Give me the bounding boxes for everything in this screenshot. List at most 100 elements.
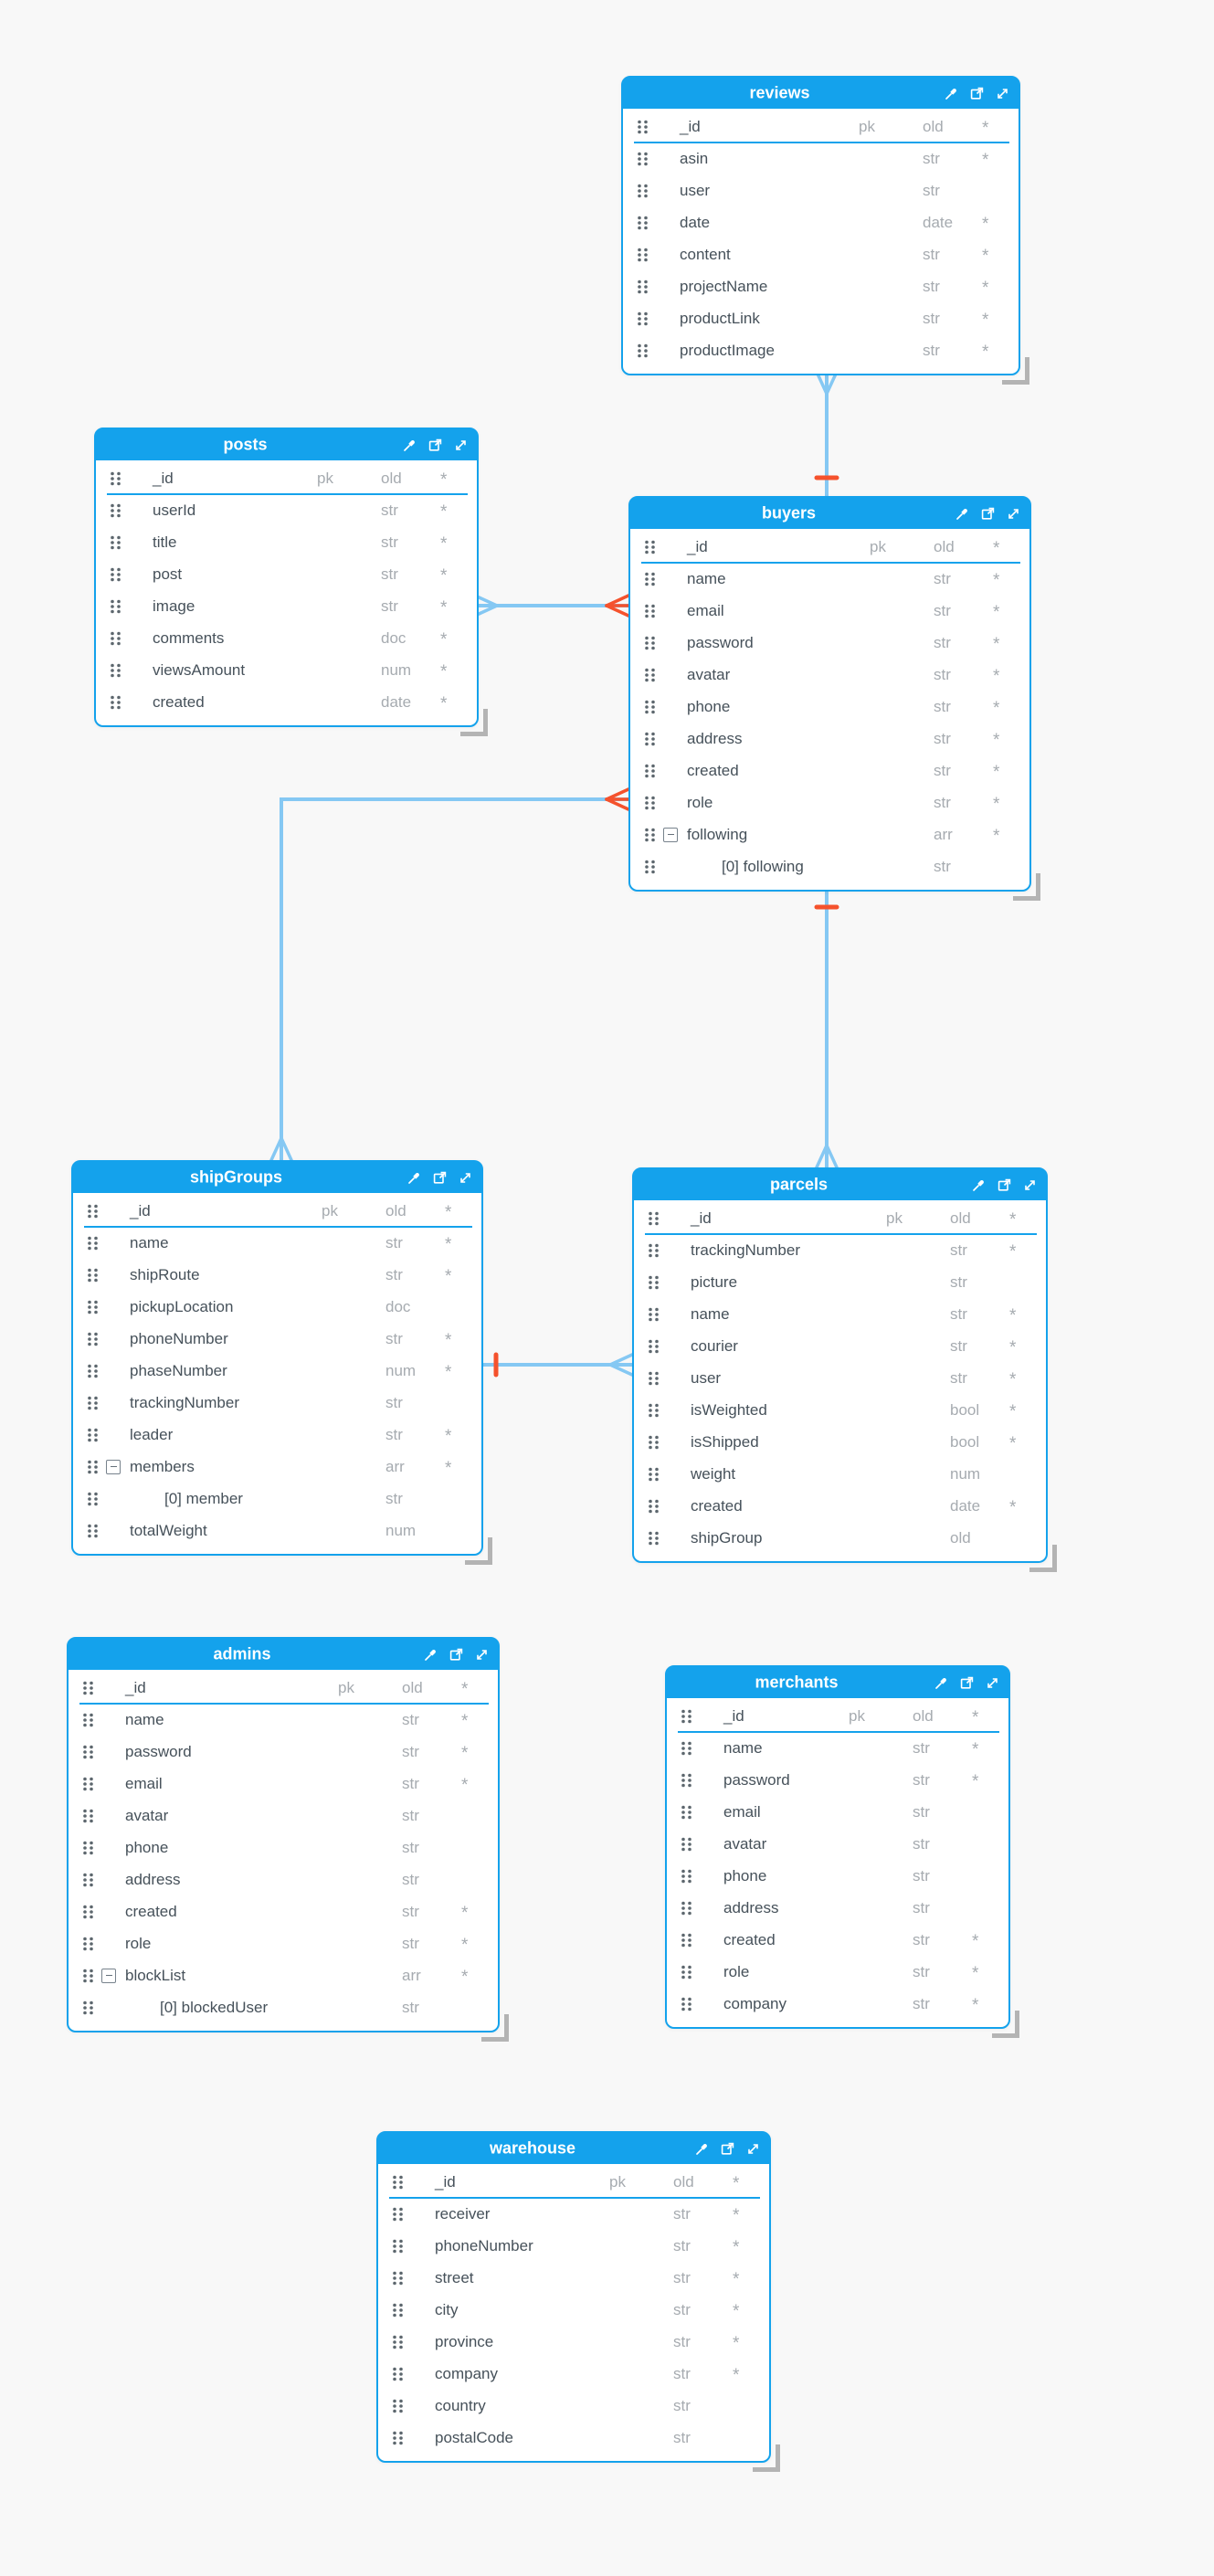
drag-handle-icon[interactable] bbox=[648, 1499, 660, 1514]
drag-handle-icon[interactable] bbox=[648, 1435, 660, 1450]
table-resize-handle[interactable] bbox=[1013, 873, 1040, 901]
table-resize-handle[interactable] bbox=[465, 1537, 492, 1565]
drag-handle-icon[interactable] bbox=[637, 248, 649, 262]
open-in-new-icon[interactable] bbox=[720, 2141, 735, 2157]
drag-handle-icon[interactable] bbox=[648, 1243, 660, 1258]
table-header[interactable]: parcels bbox=[634, 1169, 1046, 1200]
drag-handle-icon[interactable] bbox=[110, 503, 121, 518]
drag-handle-icon[interactable] bbox=[637, 120, 649, 134]
drag-handle-icon[interactable] bbox=[82, 2001, 94, 2015]
drag-handle-icon[interactable] bbox=[644, 860, 656, 874]
drag-handle-icon[interactable] bbox=[648, 1275, 660, 1290]
open-in-new-icon[interactable] bbox=[959, 1675, 975, 1691]
table-header[interactable]: shipGroups bbox=[73, 1162, 481, 1193]
drag-handle-icon[interactable] bbox=[644, 540, 656, 554]
drag-handle-icon[interactable] bbox=[648, 1307, 660, 1322]
drag-handle-icon[interactable] bbox=[110, 599, 121, 614]
color-picker-icon[interactable] bbox=[694, 2141, 710, 2157]
drag-handle-icon[interactable] bbox=[681, 1741, 692, 1756]
table-header[interactable]: reviews bbox=[623, 78, 1019, 109]
open-in-new-icon[interactable] bbox=[969, 86, 985, 101]
drag-handle-icon[interactable] bbox=[87, 1524, 99, 1538]
drag-handle-icon[interactable] bbox=[392, 2239, 404, 2254]
drag-handle-icon[interactable] bbox=[681, 1965, 692, 1980]
drag-handle-icon[interactable] bbox=[644, 572, 656, 586]
expand-icon[interactable] bbox=[985, 1675, 1000, 1691]
drag-handle-icon[interactable] bbox=[681, 1805, 692, 1820]
table-resize-handle[interactable] bbox=[1029, 1545, 1057, 1572]
drag-handle-icon[interactable] bbox=[648, 1531, 660, 1546]
collapse-icon[interactable] bbox=[101, 1968, 116, 1983]
drag-handle-icon[interactable] bbox=[637, 152, 649, 166]
drag-handle-icon[interactable] bbox=[644, 828, 656, 842]
table-resize-handle[interactable] bbox=[1002, 357, 1029, 385]
table-resize-handle[interactable] bbox=[481, 2014, 509, 2042]
drag-handle-icon[interactable] bbox=[87, 1396, 99, 1410]
open-in-new-icon[interactable] bbox=[980, 506, 996, 522]
drag-handle-icon[interactable] bbox=[644, 764, 656, 778]
drag-handle-icon[interactable] bbox=[87, 1364, 99, 1378]
drag-handle-icon[interactable] bbox=[87, 1300, 99, 1314]
open-in-new-icon[interactable] bbox=[997, 1177, 1012, 1193]
drag-handle-icon[interactable] bbox=[82, 1873, 94, 1887]
drag-handle-icon[interactable] bbox=[82, 1681, 94, 1695]
collapse-icon[interactable] bbox=[663, 827, 678, 842]
drag-handle-icon[interactable] bbox=[82, 1713, 94, 1727]
table-header[interactable]: admins bbox=[69, 1639, 498, 1670]
table-resize-handle[interactable] bbox=[992, 2011, 1019, 2038]
drag-handle-icon[interactable] bbox=[648, 1403, 660, 1418]
color-picker-icon[interactable] bbox=[402, 438, 417, 453]
drag-handle-icon[interactable] bbox=[681, 1901, 692, 1916]
drag-handle-icon[interactable] bbox=[637, 311, 649, 326]
open-in-new-icon[interactable] bbox=[432, 1170, 448, 1186]
table-resize-handle[interactable] bbox=[460, 709, 488, 736]
drag-handle-icon[interactable] bbox=[87, 1428, 99, 1442]
drag-handle-icon[interactable] bbox=[87, 1204, 99, 1219]
drag-handle-icon[interactable] bbox=[392, 2271, 404, 2286]
drag-handle-icon[interactable] bbox=[681, 1837, 692, 1852]
drag-handle-icon[interactable] bbox=[110, 471, 121, 486]
table-header[interactable]: merchants bbox=[667, 1667, 1008, 1698]
drag-handle-icon[interactable] bbox=[392, 2431, 404, 2445]
drag-handle-icon[interactable] bbox=[644, 668, 656, 682]
expand-icon[interactable] bbox=[995, 86, 1010, 101]
drag-handle-icon[interactable] bbox=[681, 1869, 692, 1884]
relationship-line-buyers-shipGroups[interactable] bbox=[280, 797, 628, 1160]
drag-handle-icon[interactable] bbox=[392, 2303, 404, 2317]
expand-icon[interactable] bbox=[745, 2141, 761, 2157]
table-header[interactable]: buyers bbox=[630, 498, 1029, 529]
drag-handle-icon[interactable] bbox=[644, 732, 656, 746]
